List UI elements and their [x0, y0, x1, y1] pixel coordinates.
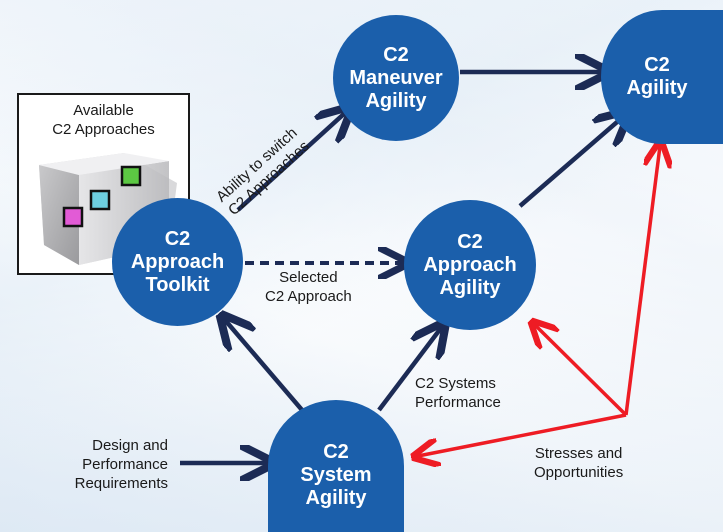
green-square — [120, 165, 142, 187]
design-line-2: Performance — [82, 456, 168, 473]
systems-performance-label: C2 Systems Performance — [415, 374, 501, 412]
toolkit-line-3: Toolkit — [145, 273, 210, 296]
design-line-1: Design and — [92, 437, 168, 454]
toolkit-line-2: Approach — [130, 250, 225, 273]
agility-line-2: Agility — [626, 77, 688, 99]
approach-cube-icon — [39, 153, 177, 265]
agility-line-1: C2 — [644, 54, 670, 76]
arrow-stress-to-approach — [535, 325, 628, 417]
maneuver-line-2: Maneuver — [349, 66, 443, 89]
approach-line-2: Approach — [423, 253, 517, 276]
approach-agility-node: C2 Approach Agility — [404, 200, 536, 330]
box-title-line-1: Available — [73, 102, 134, 119]
maneuver-line-3: Agility — [365, 89, 427, 112]
arrow-stress-to-system — [418, 413, 627, 456]
approach-line-1: C2 — [457, 230, 483, 253]
c2-agility-node: C2 Agility — [601, 10, 723, 144]
design-requirements-label: Design and Performance Requirements — [48, 436, 168, 493]
maneuver-agility-node: C2 Maneuver Agility — [333, 15, 459, 141]
approach-line-3: Agility — [439, 276, 501, 299]
arrow-system-to-approach — [377, 328, 441, 412]
stresses-line-2: Opportunities — [534, 464, 624, 481]
maneuver-line-1: C2 — [383, 43, 409, 66]
arrow-stress-to-agility — [624, 146, 660, 416]
arrow-toolkit-to-maneuver — [236, 112, 346, 212]
selected-approach-label: Selected C2 Approach — [265, 268, 352, 306]
box-title-line-2: C2 Approaches — [52, 121, 155, 138]
available-approaches-title: Available C2 Approaches — [19, 101, 188, 139]
toolkit-line-1: C2 — [164, 227, 191, 250]
selected-line-1: Selected — [279, 269, 338, 286]
design-line-3: Requirements — [74, 475, 168, 492]
systems-perf-line-1: C2 Systems — [415, 375, 496, 392]
system-agility-node: C2 System Agility — [268, 400, 404, 532]
system-line-1: C2 — [323, 440, 349, 463]
system-line-3: Agility — [305, 486, 367, 509]
available-approaches-box: Available C2 Approaches — [17, 93, 190, 275]
selected-line-2: C2 Approach — [265, 288, 352, 305]
system-line-2: System — [300, 463, 372, 486]
cyan-square — [89, 189, 111, 211]
magenta-square — [62, 206, 84, 228]
systems-perf-line-2: Performance — [415, 394, 501, 411]
arrow-system-to-toolkit — [225, 320, 304, 412]
stresses-line-1: Stresses and — [534, 445, 623, 462]
arrow-approach-to-agility — [518, 116, 624, 208]
stresses-opportunities-label: Stresses and Opportunities — [534, 444, 623, 482]
approach-toolkit-node: C2 Approach Toolkit — [112, 198, 243, 326]
